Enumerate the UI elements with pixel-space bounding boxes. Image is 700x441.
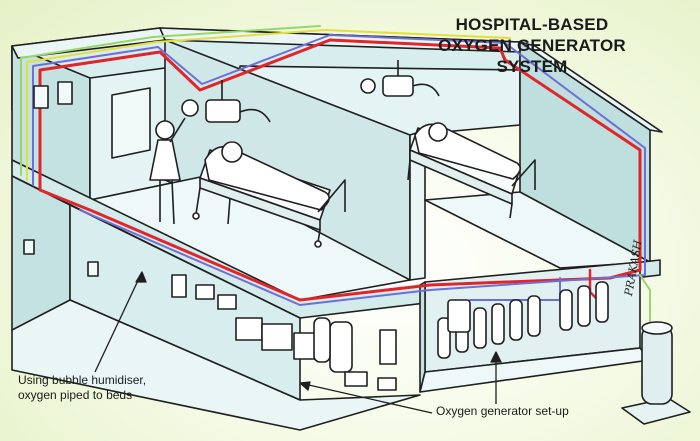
generator-label: Oxygen generator set-up: [436, 404, 569, 418]
hospital-bed-2: [407, 122, 536, 219]
room1-door: [111, 87, 151, 159]
wall-outlet: [57, 81, 73, 105]
title-line-2: OXYGEN GENERATOR SYSTEM: [438, 36, 626, 76]
nurse-figure: [149, 117, 186, 225]
humidiser-label-line-1: Using bubble humidiser,: [18, 373, 147, 387]
humidifier-equipment-row: [171, 274, 397, 391]
wall-outlet-lower: [87, 261, 99, 277]
generator-room-floor: [419, 347, 651, 393]
external-oxygen-tank: [621, 321, 691, 425]
pipe-yellow: [26, 29, 511, 181]
oxygen-cylinder-bank: [437, 281, 609, 359]
pipe-red: [38, 38, 642, 302]
title-line-1: HOSPITAL-BASED: [455, 15, 609, 34]
humidiser-label-line-2: oxygen piped to beds: [18, 388, 133, 402]
wall-outlet: [33, 85, 49, 109]
humidiser-label: Using bubble humidiser, oxygen piped to …: [18, 373, 168, 403]
annotation-arrows: [94, 271, 502, 414]
oxygen-flowmeter-2: [360, 60, 440, 97]
wall-outlet-lower: [23, 239, 35, 255]
pipe-green: [20, 25, 321, 176]
pipe-blue: [32, 34, 646, 306]
hospital-bed-1: [192, 141, 346, 248]
right-wall-top-edge: [519, 41, 663, 133]
diagram-title: HOSPITAL-BASED OXYGEN GENERATOR SYSTEM: [402, 14, 662, 77]
oxygen-flowmeter-1: [181, 80, 271, 123]
